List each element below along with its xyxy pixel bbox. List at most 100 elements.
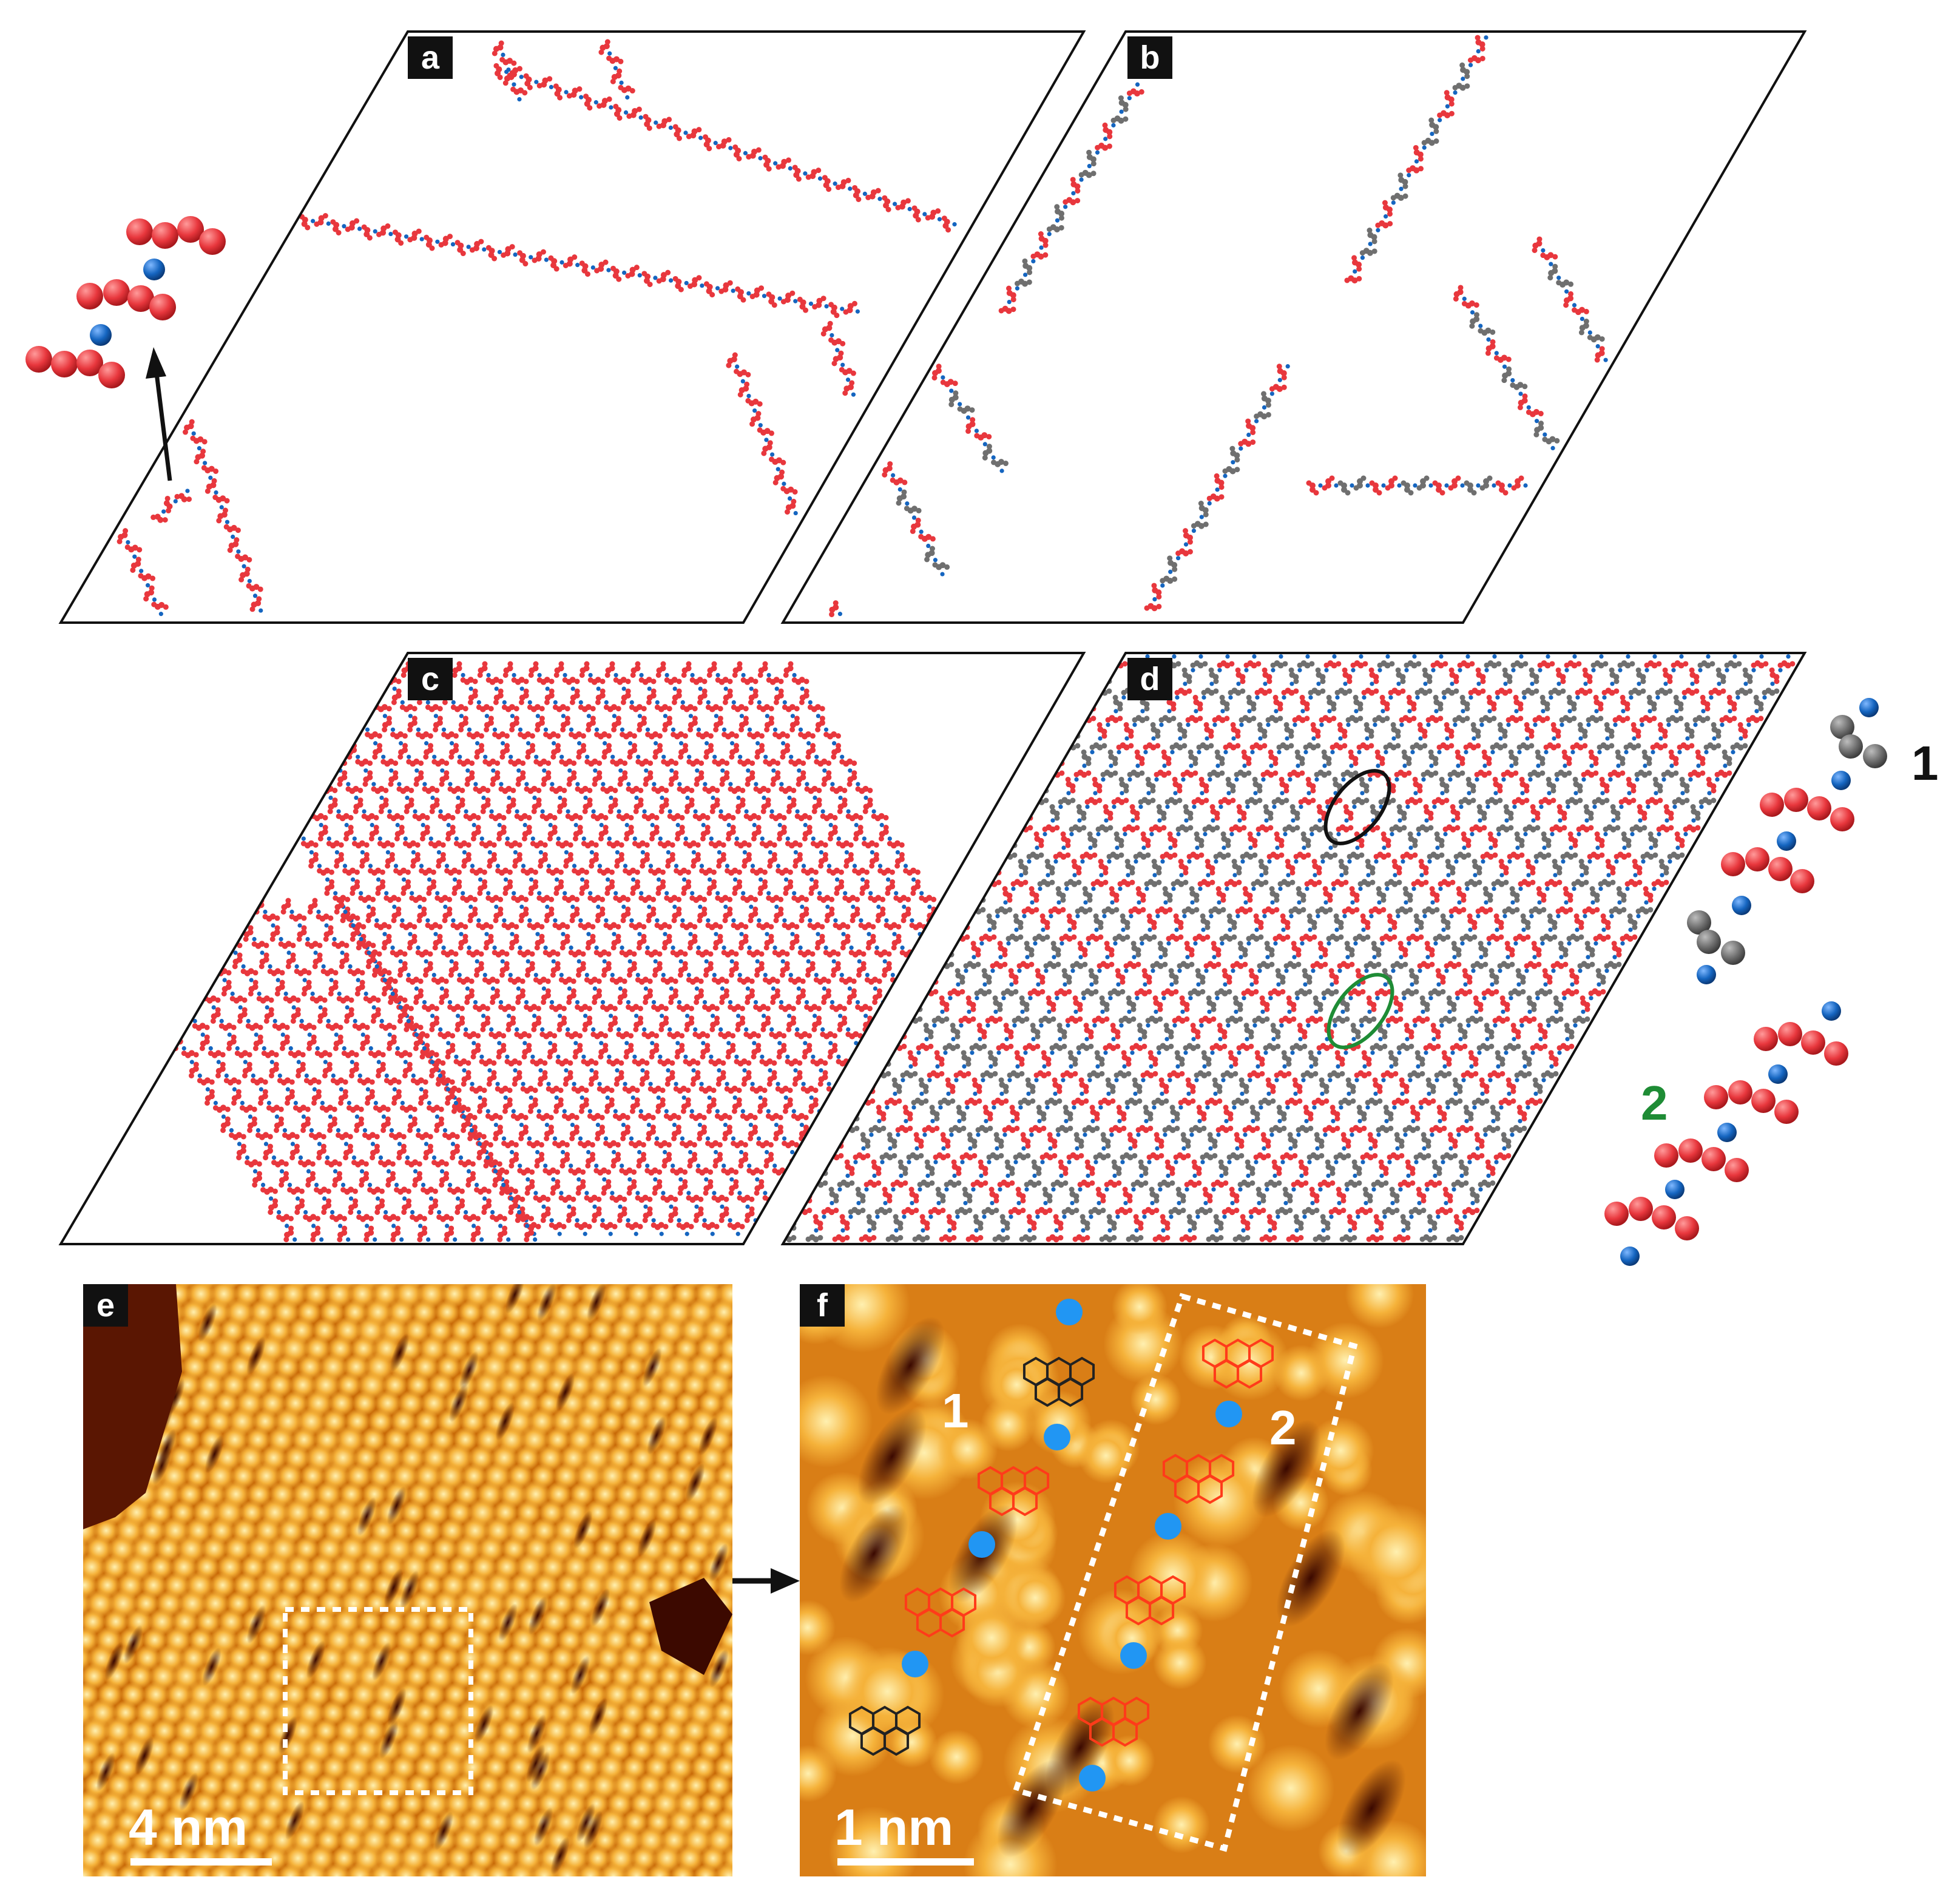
chain-d-8 xyxy=(939,654,1288,1243)
chain-b-5 xyxy=(1532,236,1608,363)
chain-c-low-6 xyxy=(254,898,458,1242)
chain-d-16 xyxy=(1152,654,1502,1243)
ball-model-1 xyxy=(1687,698,1887,984)
chain-a-3 xyxy=(492,40,528,102)
chain-d-23 xyxy=(1339,654,1689,1243)
panel-f-overlay xyxy=(848,1299,1274,1791)
chain-c-8 xyxy=(400,661,745,1236)
dashed-selection-box-f xyxy=(1012,1293,1358,1852)
chain-d-7 xyxy=(912,654,1262,1243)
chain-d-24 xyxy=(1366,654,1715,1243)
linker-dot xyxy=(1215,1401,1242,1427)
panel-b xyxy=(780,30,1807,624)
overlay-molecule-2d xyxy=(1077,1696,1150,1747)
chain-b-9 xyxy=(829,600,843,617)
linker-dot xyxy=(1155,1513,1181,1540)
overlay-molecule-2b xyxy=(1162,1453,1235,1504)
linker-dot xyxy=(1079,1765,1106,1791)
chain-c-13 xyxy=(528,661,873,1236)
chain-a-2 xyxy=(299,213,860,319)
chain-c-12 xyxy=(502,661,847,1236)
panel-label-d: d xyxy=(1127,658,1172,700)
molecule-label-2: 2 xyxy=(1641,1076,1668,1130)
panel-a-frame xyxy=(58,30,1086,624)
panel-label-c: c xyxy=(408,658,453,700)
chain-c-low-7 xyxy=(280,898,484,1242)
chain-d-25 xyxy=(1393,654,1742,1243)
chain-a-9 xyxy=(150,489,192,523)
chain-c-17 xyxy=(630,661,975,1236)
chain-a-4 xyxy=(598,39,635,100)
chain-c-1 xyxy=(222,661,567,1236)
panel-label-e: e xyxy=(83,1284,128,1327)
chain-c-low-0 xyxy=(93,898,297,1242)
chain-d-3 xyxy=(805,654,1155,1243)
overlay-molecule-2a xyxy=(1201,1338,1274,1389)
panel-e-texture xyxy=(83,1284,732,1876)
panel-label-f: f xyxy=(800,1284,845,1327)
stm-label-1: 1 xyxy=(942,1384,969,1438)
dashed-selection-box xyxy=(283,1607,473,1795)
arrow-icon-a xyxy=(146,347,172,481)
chain-b-8 xyxy=(882,461,950,577)
overlay-molecule-1b xyxy=(904,1587,977,1638)
chain-d-21 xyxy=(1286,654,1635,1243)
chain-d-6 xyxy=(885,654,1235,1243)
stm-label-2: 2 xyxy=(1269,1401,1297,1455)
panel-b-chains xyxy=(829,35,1608,617)
panel-label-b: b xyxy=(1127,36,1172,79)
panel-d-frame xyxy=(780,652,1807,1245)
chain-d-22 xyxy=(1313,654,1662,1243)
chain-d-12 xyxy=(1046,654,1395,1243)
panel-a-chains xyxy=(117,39,957,617)
chain-d-11 xyxy=(1019,654,1368,1243)
chain-c-15 xyxy=(579,661,924,1236)
panel-f: 1 nm xyxy=(800,1284,1426,1876)
panel-a xyxy=(58,30,1086,624)
chain-d-18 xyxy=(1206,654,1555,1243)
chain-c-low-2 xyxy=(147,898,351,1242)
chain-d-5 xyxy=(859,654,1208,1243)
chain-c-18 xyxy=(655,661,1000,1236)
chain-d-10 xyxy=(992,654,1342,1243)
chain-d-27 xyxy=(1446,654,1796,1243)
chain-c-16 xyxy=(604,661,949,1236)
chain-d-19 xyxy=(1232,654,1582,1243)
chain-a-1 xyxy=(493,63,957,233)
chain-b-7 xyxy=(931,364,1009,473)
linker-dot xyxy=(968,1531,995,1558)
chain-a-5 xyxy=(726,352,798,516)
panel-f-scale-label: 1 nm xyxy=(834,1799,953,1856)
chain-d-15 xyxy=(1126,654,1475,1243)
chain-d-20 xyxy=(1259,654,1609,1243)
ellipse-marker-green xyxy=(1326,973,1394,1049)
chain-c-9 xyxy=(426,661,771,1236)
chain-b-6 xyxy=(1453,285,1560,451)
chain-d-13 xyxy=(1072,654,1422,1243)
overlay-molecule-1a xyxy=(977,1466,1050,1517)
chain-c-low-8 xyxy=(307,898,511,1242)
chain-a-8 xyxy=(117,528,169,617)
chain-c-low-9 xyxy=(334,898,538,1242)
chain-c-7 xyxy=(375,661,720,1236)
panel-c-frame xyxy=(58,652,1086,1245)
panel-b-frame xyxy=(780,30,1807,624)
linker-dot xyxy=(1044,1424,1070,1450)
chain-c-0 xyxy=(197,661,541,1236)
panel-label-a: a xyxy=(408,36,453,79)
chain-d-9 xyxy=(965,654,1315,1243)
chain-c-11 xyxy=(477,661,822,1236)
chain-a-6 xyxy=(820,320,856,397)
chain-c-low-1 xyxy=(120,898,324,1242)
arrow-icon xyxy=(732,1568,800,1594)
chain-b-1 xyxy=(998,82,1144,314)
chain-c-14 xyxy=(553,661,898,1236)
panel-e-scale-label: 4 nm xyxy=(129,1799,248,1856)
ball-model-a xyxy=(25,216,226,388)
ellipse-marker-black xyxy=(1323,769,1391,845)
chain-d-14 xyxy=(1099,654,1448,1243)
chain-d-28 xyxy=(1473,662,1805,1243)
molecule-label-1: 1 xyxy=(1911,736,1939,790)
chain-d-26 xyxy=(1419,654,1769,1243)
chain-b-3 xyxy=(1144,364,1290,612)
